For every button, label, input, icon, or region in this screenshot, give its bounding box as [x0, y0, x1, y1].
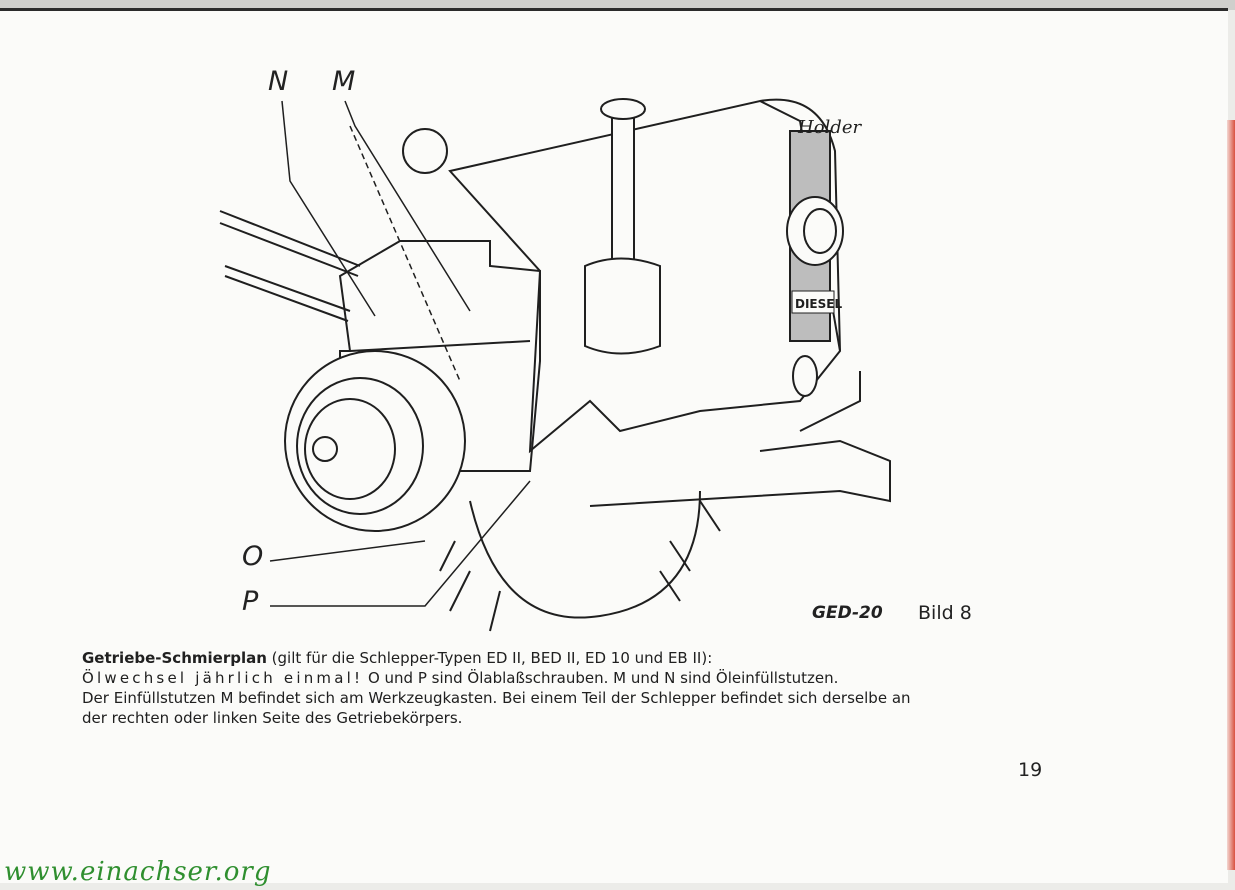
text-line-2: Ölwechsel jährlich einmal! O und P sind …	[82, 668, 1047, 688]
manual-page: Holder DIESEL N M O P GED-20 Bild 8 Getr…	[0, 8, 1228, 883]
label-n: N	[268, 66, 289, 97]
label-p: P	[242, 586, 259, 617]
page-number: 19	[1018, 759, 1043, 781]
text-line-4: der rechten oder linken Seite des Getrie…	[82, 709, 463, 727]
lubrication-text: Getriebe-Schmierplan (gilt für die Schle…	[82, 648, 1047, 728]
figure-code: GED-20	[812, 603, 883, 623]
label-o: O	[242, 541, 264, 572]
grille-brand-text: Holder	[797, 117, 862, 138]
line-2-rest: O und P sind Ölablaßschrauben. M und N s…	[363, 669, 839, 687]
label-m: M	[332, 66, 356, 97]
emphasis-text: Ölwechsel jährlich einmal!	[82, 669, 364, 687]
heading-rest: (gilt für die Schlepper-Typen ED II, BED…	[266, 649, 713, 667]
figure-caption: Bild 8	[918, 602, 972, 624]
text-line-1: Getriebe-Schmierplan (gilt für die Schle…	[82, 648, 1047, 668]
section-heading: Getriebe-Schmierplan	[82, 649, 267, 667]
tractor-illustration: Holder DIESEL	[219, 98, 891, 632]
text-line-3: Der Einfüllstutzen M befindet sich am We…	[82, 689, 911, 707]
page-edge	[1227, 120, 1235, 870]
watermark-link[interactable]: www.einachser.org	[4, 857, 272, 887]
grille-diesel-text: DIESEL	[795, 297, 842, 311]
scan-top-band	[0, 0, 1235, 10]
